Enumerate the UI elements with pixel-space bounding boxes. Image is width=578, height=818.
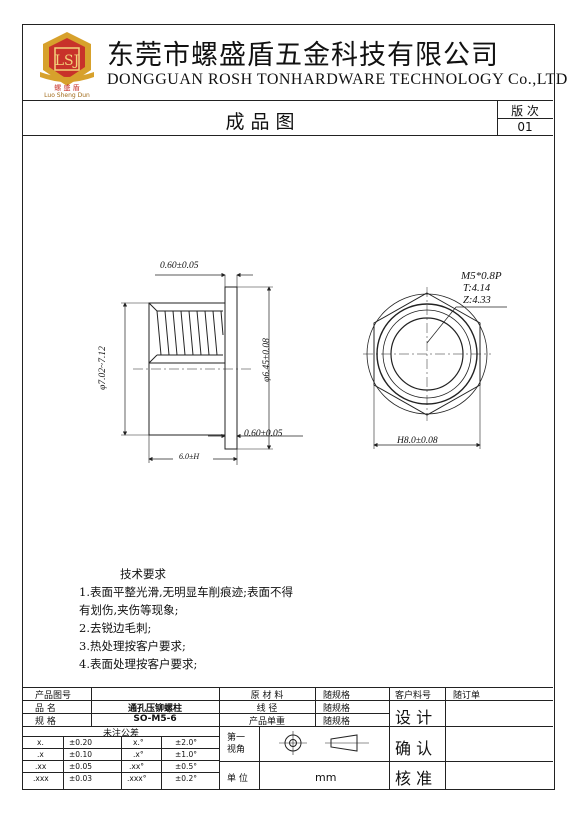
tol-k1-0: x. [37,738,44,747]
dim-flange-bottom: 0.60±0.05 [244,429,283,439]
notes-item-1: 1.表面平整光滑,无明显车削痕迹;表面不得 [79,585,294,599]
dim-hex: H8.0±0.08 [397,436,438,446]
dim-length: 6.0±H [179,452,200,461]
spec-value: SO-M5-6 [133,714,177,724]
design-label: 设 计 [395,708,433,727]
notes-item-4: 3.热处理按客户要求; [79,639,186,653]
wire-value: 随规格 [323,704,351,714]
thread-t: T:4.14 [463,283,491,294]
tol-v2-1: ±1.0° [175,750,197,759]
thread-z: Z:4.33 [463,295,491,306]
tol-v1-2: ±0.05 [69,762,92,771]
title-block: 产品图号 品 名 通孔压铆螺柱 规 格 SO-M5-6 原 材 料 随规格 线 … [23,687,553,789]
product-no-label: 产品图号 [35,691,72,701]
tolerance-title: 未注公差 [102,729,139,739]
drawing-sheet: LSJ 螺 盛 盾 Luo Sheng Dun 东莞市螺盛盾五金科技有限公司 D… [22,24,567,790]
tol-k2-1: .x° [133,750,144,759]
logo-mark: LSJ [55,53,80,69]
weight-value: 随规格 [323,717,351,727]
tol-v1-0: ±0.20 [69,738,92,747]
front-view [363,287,507,449]
thread-spec: M5*0.8P [461,270,502,282]
dim-inner-diameter: φ6.45±0.08 [261,338,272,382]
tol-v1-3: ±0.03 [69,774,92,783]
weight-label: 产品单重 [248,717,285,727]
company-name-en: DONGGUAN ROSH TONHARDWARE TECHNOLOGY Co.… [107,71,568,88]
first-angle-projection-icon [279,731,369,755]
tol-v1-1: ±0.10 [69,750,92,759]
customer-no-label: 客户料号 [395,691,432,701]
unit-label: 单 位 [227,774,248,784]
tol-k2-0: x.° [133,738,144,747]
material-value: 随规格 [323,691,351,701]
projection-label: 第一视角 [227,733,246,755]
spec-label: 规 格 [35,717,56,727]
notes-item-2: 有划伤,夹伤等现象; [79,603,179,617]
tol-k1-3: .xxx [33,774,49,783]
dim-flange-top: 0.60±0.05 [160,261,199,271]
document-title: 成 品 图 [225,111,295,133]
unit-value: mm [315,771,337,784]
name-label: 品 名 [35,704,56,714]
version-value: 01 [517,120,533,134]
tol-k1-2: .xx [35,762,47,771]
version-label: 版 次 [511,104,539,118]
notes-item-5: 4.表面处理按客户要求; [79,657,198,671]
tol-v2-3: ±0.2° [175,774,197,783]
tol-k2-3: .xxx° [127,774,147,783]
tol-k1-1: .x [37,750,44,759]
material-label: 原 材 料 [250,691,284,701]
side-view [121,272,303,465]
dim-outer-diameter: φ7.02~7.12 [97,346,108,390]
customer-no-value: 随订单 [453,691,481,701]
logo-pinyin: Luo Sheng Dun [44,92,90,99]
technical-drawing [121,272,507,465]
wire-label: 线 径 [256,704,278,714]
logo-emblem-icon: LSJ [40,32,94,86]
name-value: 通孔压铆螺柱 [127,704,182,714]
company-logo: LSJ 螺 盛 盾 Luo Sheng Dun [36,28,98,100]
tol-v2-0: ±2.0° [175,738,197,747]
notes-title: 技术要求 [120,567,166,581]
logo-text: 螺 盛 盾 [54,84,80,92]
confirm-label: 确 认 [395,739,433,758]
tol-k2-2: .xx° [129,762,145,771]
company-name-cn: 东莞市螺盛盾五金科技有限公司 [107,40,499,71]
notes-item-3: 2.去锐边毛刺; [79,621,152,635]
tol-v2-2: ±0.5° [175,762,197,771]
approve-label: 核 准 [395,769,433,788]
